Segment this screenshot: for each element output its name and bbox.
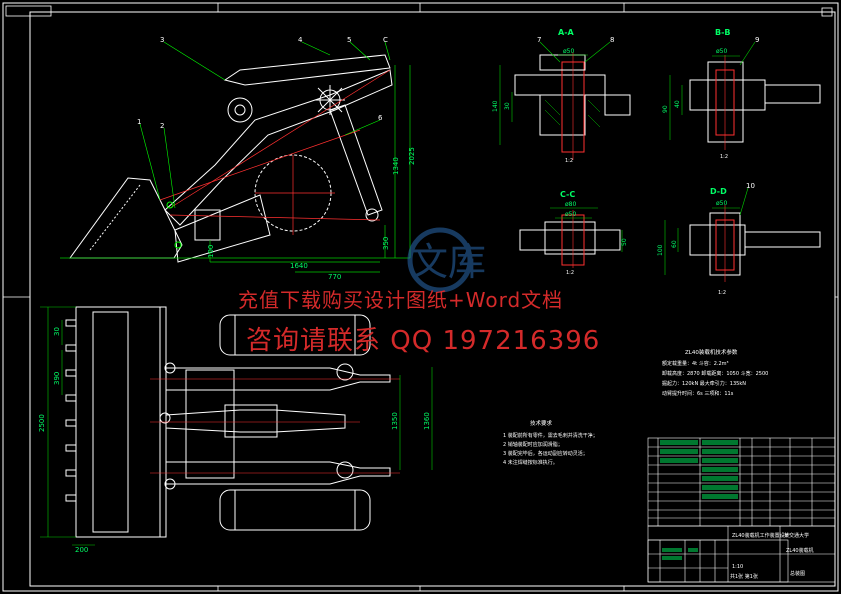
dim-100: 100 <box>207 245 215 258</box>
plan-view-dims: 2500 390 30 200 1350 1360 <box>38 327 431 554</box>
inner-frame <box>29 11 836 587</box>
side-view-labels: 1 2 3 4 5 6 C <box>137 36 388 130</box>
dim-350: 350 <box>382 237 390 250</box>
callout-5: 5 <box>347 36 351 44</box>
callout-c: C <box>383 36 388 44</box>
side-view <box>60 41 411 273</box>
dim-2500: 2500 <box>38 414 46 432</box>
section-dd-text: D-D 10 ø50 100 60 1:2 <box>657 182 755 296</box>
tech-requirements: 技术要求 1 装配前所有零件，需去毛刺并清洗干净； 2 销轴装配时应加润滑脂； … <box>503 419 598 466</box>
tire-top <box>219 314 371 356</box>
dim-1350: 1350 <box>391 412 399 430</box>
svg-text:90: 90 <box>662 105 669 113</box>
svg-text:1:2: 1:2 <box>566 270 574 276</box>
section-aa-label: A-A <box>558 28 575 37</box>
svg-text:4 未注焊缝按标准执行。: 4 未注焊缝按标准执行。 <box>503 459 558 466</box>
svg-text:掘起力：120kN 最大牵引力：135kN: 掘起力：120kN 最大牵引力：135kN <box>662 380 746 387</box>
title-block-fills <box>662 548 698 560</box>
section-bb <box>669 41 821 150</box>
title-drawing-name: ZL40装载机 <box>786 547 814 554</box>
callout-1: 1 <box>137 118 141 126</box>
lift-cylinder <box>329 104 383 216</box>
callout-4: 4 <box>298 36 303 44</box>
title-school: 某交通大学 <box>784 532 809 539</box>
title-project: ZL40装载机工作装置设计 <box>732 532 790 539</box>
tire-bottom <box>219 489 371 531</box>
frame-ticks <box>3 3 838 591</box>
svg-text:9: 9 <box>755 36 759 44</box>
parts-list <box>647 437 836 527</box>
parts-list-fills <box>660 440 738 499</box>
spec-block: ZL40装载机技术参数 额定载重量：4t 斗容：2.2m³ 卸载高度：2870 … <box>662 348 768 397</box>
dim-30: 30 <box>53 327 61 336</box>
svg-text:动臂提升时间：6s 三项和：11s: 动臂提升时间：6s 三项和：11s <box>662 390 734 397</box>
rocker-arm <box>223 54 391 86</box>
svg-text:60: 60 <box>671 240 678 248</box>
svg-text:1:2: 1:2 <box>720 154 728 160</box>
corner-marker <box>821 7 833 17</box>
svg-text:2 销轴装配时应加润滑脂；: 2 销轴装配时应加润滑脂； <box>503 441 563 448</box>
tech-title: 技术要求 <box>530 419 553 427</box>
title-block <box>647 525 836 583</box>
section-aa-text: A-A 7 8 ø50 140 30 1:2 <box>492 28 614 164</box>
callout-2: 2 <box>160 122 164 130</box>
dim-2025: 2025 <box>408 147 416 165</box>
callout-3: 3 <box>160 36 164 44</box>
section-bb-text: B-B 9 ø50 40 90 1:2 <box>662 28 759 160</box>
svg-text:3 装配完毕后，各运动副应转动灵活；: 3 装配完毕后，各运动副应转动灵活； <box>503 450 588 457</box>
spec-title: ZL40装载机技术参数 <box>685 348 738 356</box>
bucket <box>69 177 183 259</box>
svg-text:100: 100 <box>657 244 664 256</box>
svg-text:ø50: ø50 <box>563 48 574 55</box>
dim-200: 200 <box>75 546 88 554</box>
section-dd-label: D-D <box>710 187 727 196</box>
svg-text:ø50: ø50 <box>565 211 576 218</box>
title-sheet: 共1张 第1张 <box>730 573 758 580</box>
boom-arm <box>164 69 393 226</box>
svg-text:30: 30 <box>504 102 511 110</box>
dim-390: 390 <box>53 372 61 385</box>
watermark-logo: 文库 <box>407 227 486 293</box>
title-block-text: ZL40装载机工作装置设计 某交通大学 ZL40装载机 总装图 1:10 共1张… <box>730 532 814 580</box>
svg-text:ø50: ø50 <box>716 200 727 207</box>
svg-text:1:2: 1:2 <box>718 290 726 296</box>
side-view-dims: 1340 2025 350 770 1640 100 <box>207 147 416 281</box>
section-dd <box>664 187 821 282</box>
watermark-line-1: 充值下载购买设计图纸+Word文档 <box>238 288 564 312</box>
svg-text:1:2: 1:2 <box>565 158 573 164</box>
corner-label-box <box>5 5 52 17</box>
section-aa <box>499 41 631 160</box>
section-cc-text: C-C ø80 ø50 50 1:2 <box>560 190 628 276</box>
section-cc <box>519 207 623 268</box>
svg-text:额定载重量：4t 斗容：2.2m³: 额定载重量：4t 斗容：2.2m³ <box>662 360 729 367</box>
title-scale: 1:10 <box>732 564 743 570</box>
dim-1360: 1360 <box>423 412 431 430</box>
svg-text:卸载高度：2870 卸载距离：1050 斗宽：2500: 卸载高度：2870 卸载距离：1050 斗宽：2500 <box>662 370 768 377</box>
svg-text:7: 7 <box>537 36 541 44</box>
svg-text:10: 10 <box>746 182 755 190</box>
callout-6: 6 <box>378 114 383 122</box>
svg-text:文库: 文库 <box>410 240 486 284</box>
title-drawing-no: 总装图 <box>790 570 805 577</box>
watermark-line-2: 咨询请联系 QQ 197216396 <box>246 326 601 356</box>
svg-text:40: 40 <box>674 100 681 108</box>
svg-text:ø80: ø80 <box>565 201 576 208</box>
svg-text:8: 8 <box>610 36 614 44</box>
plan-view <box>40 306 433 546</box>
svg-text:ø50: ø50 <box>716 48 727 55</box>
section-bb-label: B-B <box>715 28 731 37</box>
dim-770: 770 <box>328 273 341 281</box>
dim-1640: 1640 <box>290 262 308 270</box>
svg-text:1 装配前所有零件，需去毛刺并清洗干净；: 1 装配前所有零件，需去毛刺并清洗干净； <box>503 432 598 439</box>
section-cc-label: C-C <box>560 190 575 199</box>
dim-1340: 1340 <box>392 157 400 175</box>
svg-text:140: 140 <box>492 100 499 112</box>
svg-text:50: 50 <box>621 238 628 246</box>
